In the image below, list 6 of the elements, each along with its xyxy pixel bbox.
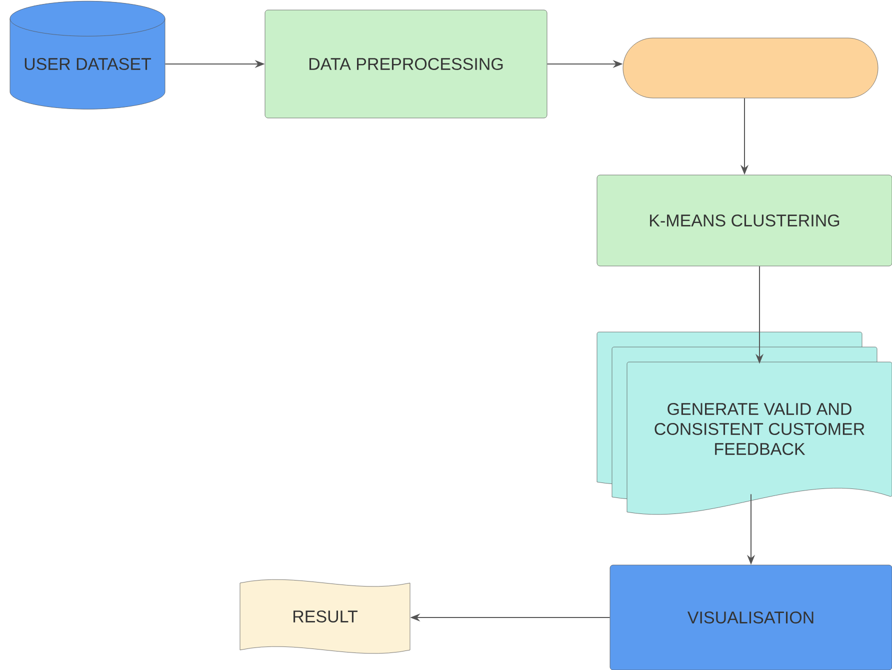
process-box: DATA PREPROCESSING — [264, 10, 548, 118]
database-cylinder: USER DATASET — [10, 0, 166, 110]
terminal-pill — [622, 38, 878, 98]
process-box: K-MEANS CLUSTERING — [596, 174, 892, 266]
document-stack: GENERATE VALID AND CONSISTENT CUSTOMER FEEDBACK — [596, 332, 892, 514]
process-box: VISUALISATION — [610, 564, 892, 670]
